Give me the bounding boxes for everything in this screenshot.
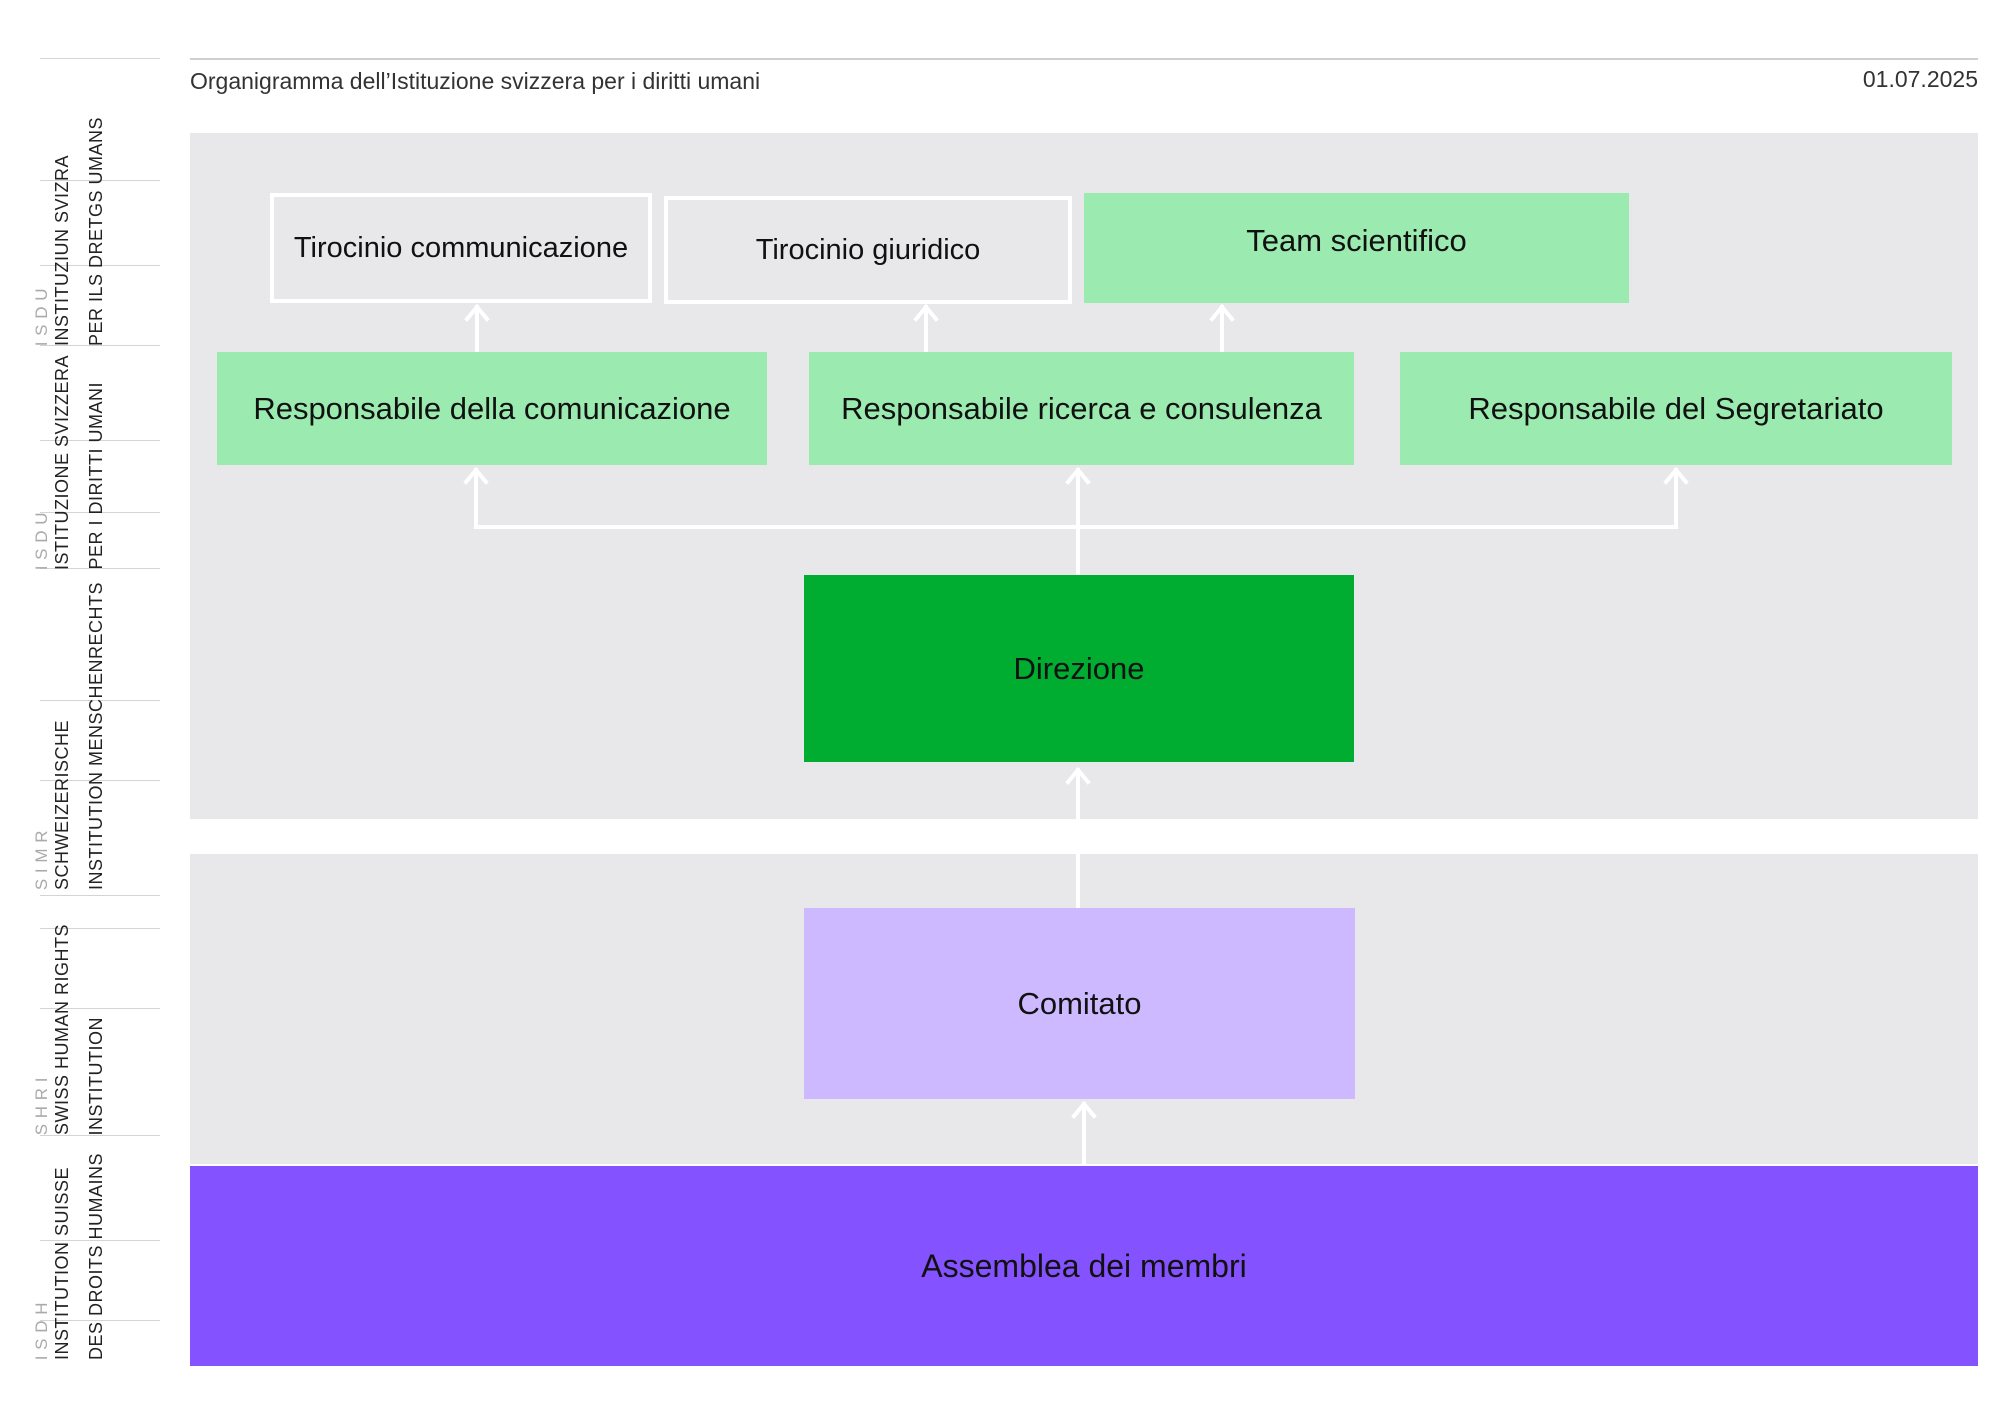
intern-communication-label: Tirocinio communicazione [293, 231, 629, 264]
arrow-head [1065, 766, 1091, 785]
arrow-head [1209, 303, 1235, 322]
direction-label: Direzione [1013, 650, 1145, 686]
sidebar-separator [40, 440, 160, 441]
scientific-team-box: Team scientifico [1084, 193, 1629, 303]
head-secretariat-box: Responsabile del Segretariato [1400, 352, 1952, 465]
arrow-head [913, 303, 939, 322]
sidebar-separator [40, 700, 160, 701]
sidebar-separator [40, 780, 160, 781]
sidebar-separator [40, 512, 160, 513]
head-research-label: Responsabile ricerca e consulenza [841, 390, 1322, 426]
sidebar-separator [40, 58, 160, 59]
sidebar-separator [40, 928, 160, 929]
scientific-team-label: Team scientifico [1246, 223, 1467, 258]
head-communication-box: Responsabile della comunicazione [217, 352, 767, 465]
head-communication-label: Responsabile della comunicazione [253, 390, 731, 426]
sidebar-separator [40, 1008, 160, 1009]
sidebar-separator [40, 568, 160, 569]
sidebar-separator [40, 895, 160, 896]
committee-label: Comitato [1017, 985, 1142, 1021]
sidebar-logos: I S D U INSTITUZIUN SVIZRA PER ILS DRETG… [0, 0, 170, 1414]
intern-legal-label: Tirocinio giuridico [755, 233, 981, 266]
direction-box: Direzione [804, 575, 1354, 762]
assembly-label: Assemblea dei membri [921, 1247, 1247, 1284]
sidebar-separator [40, 1320, 160, 1321]
page-date: 01.07.2025 [1862, 66, 1978, 92]
sidebar-separator [40, 1240, 160, 1241]
sidebar-separator [40, 1135, 160, 1136]
intern-legal-box: Tirocinio giuridico [664, 196, 1072, 304]
sidebar-separator [40, 265, 160, 266]
arrow-head [464, 303, 490, 322]
header-rule [190, 58, 1978, 60]
intern-communication-box: Tirocinio communicazione [270, 193, 652, 303]
sidebar-separator [40, 180, 160, 181]
sidebar-separator [40, 345, 160, 346]
page-title: Organigramma dell’Istituzione svizzera p… [190, 68, 761, 94]
head-secretariat-label: Responsabile del Segretariato [1468, 390, 1884, 426]
committee-box: Comitato [804, 908, 1355, 1099]
arrow-head [1071, 1100, 1097, 1119]
arrow-head [463, 466, 489, 485]
arrow-head [1663, 466, 1689, 485]
head-research-box: Responsabile ricerca e consulenza [809, 352, 1354, 465]
assembly-box: Assemblea dei membri [190, 1166, 1978, 1366]
arrow-head [1065, 466, 1091, 485]
